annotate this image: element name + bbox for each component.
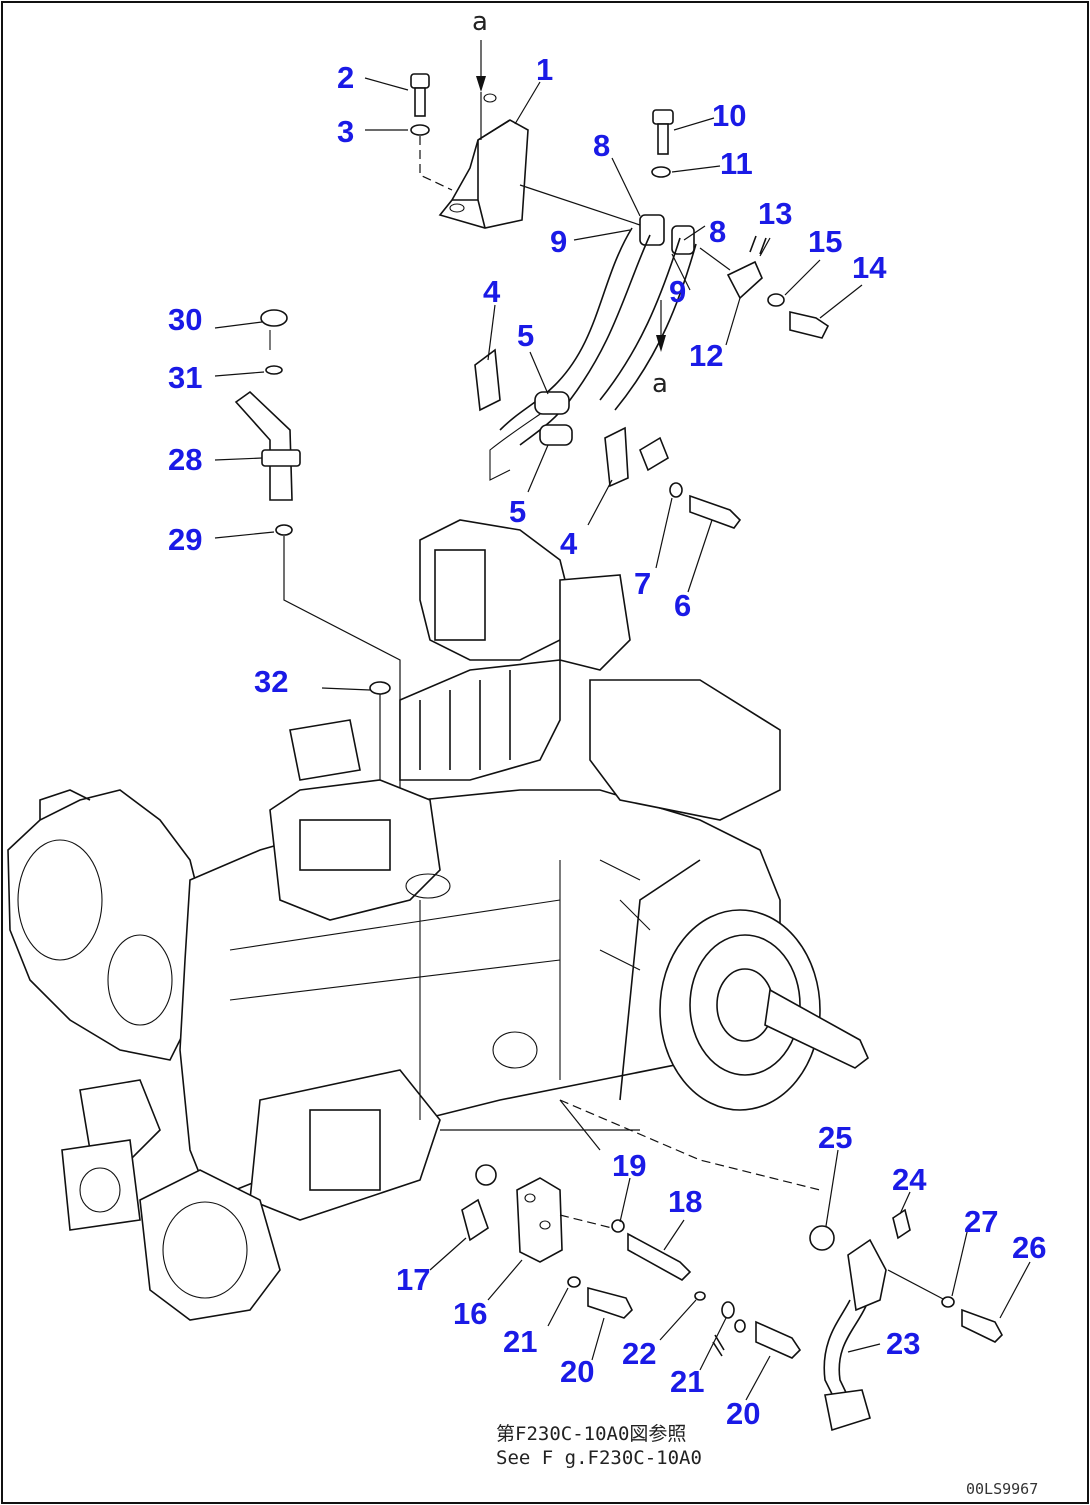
callout-28: 28 (168, 442, 202, 477)
plate-17 (461, 1164, 497, 1242)
callout-3: 3 (337, 114, 354, 149)
spring-detail (712, 1334, 725, 1357)
callout-6: 6 (674, 588, 691, 623)
pipe-23 (823, 1299, 871, 1432)
assembly-line-27 (887, 1269, 946, 1301)
assembly-line-2 (419, 136, 453, 191)
callout-29: 29 (168, 522, 202, 557)
arrow-a-mid (656, 300, 666, 352)
callout-5-upper: 5 (517, 318, 534, 353)
washer-11 (651, 166, 671, 178)
clamp-5-upper (534, 391, 570, 415)
clip-12 (726, 260, 763, 300)
callout-14: 14 (852, 250, 887, 285)
bracket-24 (847, 1208, 911, 1312)
callout-9-left: 9 (550, 224, 567, 259)
assembly-line-18 (559, 1214, 621, 1231)
hose-9 (489, 227, 697, 481)
bolt-10 (652, 109, 674, 155)
leader-lines (214, 77, 1031, 1401)
callout-1: 1 (536, 52, 553, 87)
ref-letter-a-mid: a (652, 369, 668, 399)
reference-note-en: See F g.F230C-10A0 (496, 1447, 702, 1469)
washer-21-b (721, 1301, 746, 1333)
washer-21-a (567, 1276, 581, 1288)
bolt-20-a (587, 1286, 633, 1319)
washer-7 (669, 482, 683, 498)
callout-17: 17 (396, 1262, 430, 1297)
assembly-line-8 (519, 184, 641, 226)
callout-21-right: 21 (670, 1364, 704, 1399)
callout-9-right: 9 (669, 274, 686, 309)
callout-8-right: 8 (709, 214, 726, 249)
bolt-2 (410, 73, 430, 117)
callout-4-upper: 4 (483, 274, 501, 309)
bracket-16 (516, 1177, 563, 1263)
callout-5-lower: 5 (509, 494, 526, 529)
plug-32 (369, 681, 391, 695)
callout-20-right: 20 (726, 1396, 760, 1431)
callout-2: 2 (337, 60, 354, 95)
callout-8-left: 8 (593, 128, 610, 163)
block-right (639, 436, 669, 472)
bolt-26 (961, 1308, 1003, 1343)
callout-15: 15 (808, 224, 842, 259)
callout-20-left: 20 (560, 1354, 594, 1389)
callout-21-left: 21 (503, 1324, 537, 1359)
callout-31: 31 (168, 360, 202, 395)
arrow-a-top (476, 40, 486, 140)
clamp-4-left (474, 348, 501, 412)
assembly-line-29 (283, 536, 401, 820)
ref-letter-a-top: a (472, 7, 488, 37)
callout-26: 26 (1012, 1230, 1046, 1265)
callout-7: 7 (634, 566, 651, 601)
clamp-8 (639, 214, 695, 255)
callout-13: 13 (758, 196, 792, 231)
callout-18: 18 (668, 1184, 702, 1219)
callout-19: 19 (612, 1148, 646, 1183)
callout-11: 11 (720, 146, 753, 181)
clip-13 (749, 235, 767, 255)
washer-15 (767, 293, 785, 307)
bracket-1 (438, 93, 529, 229)
clamp-4-right (604, 426, 629, 488)
elbow-28 (234, 390, 301, 501)
oring-25 (809, 1225, 835, 1251)
washer-3 (410, 124, 430, 136)
assembly-line-25 (559, 1099, 821, 1191)
reference-note-jp: 第F230C-10A0図参照 (496, 1423, 686, 1445)
callout-10: 10 (712, 98, 746, 133)
assembly-line-12 (699, 247, 731, 271)
callout-16: 16 (453, 1296, 487, 1331)
callout-23: 23 (886, 1326, 920, 1361)
callout-4-lower: 4 (560, 526, 578, 561)
transmission-assembly (7, 519, 869, 1321)
bolt-6 (689, 494, 742, 529)
bolt-20-b (755, 1320, 802, 1359)
washer-22 (694, 1291, 706, 1301)
callout-22: 22 (622, 1336, 656, 1371)
callout-24: 24 (892, 1162, 927, 1197)
bolt-14 (789, 310, 830, 339)
callout-12: 12 (689, 338, 723, 373)
bolt-18 (611, 1219, 692, 1281)
plug-30 (260, 309, 288, 327)
callout-27: 27 (964, 1204, 998, 1239)
callout-30: 30 (168, 302, 202, 337)
washer-27 (941, 1296, 955, 1308)
callout-25: 25 (818, 1120, 852, 1155)
callout-32: 32 (254, 664, 288, 699)
oring-29 (275, 524, 293, 536)
oring-31 (265, 365, 283, 375)
leader-19-b (559, 1099, 601, 1151)
clamp-5-lower (539, 424, 573, 446)
drawing-code: 00LS9967 (966, 1480, 1038, 1498)
callout-labels: 1 2 3 4 4 5 5 6 7 8 8 9 9 10 11 12 13 14… (168, 52, 1046, 1431)
